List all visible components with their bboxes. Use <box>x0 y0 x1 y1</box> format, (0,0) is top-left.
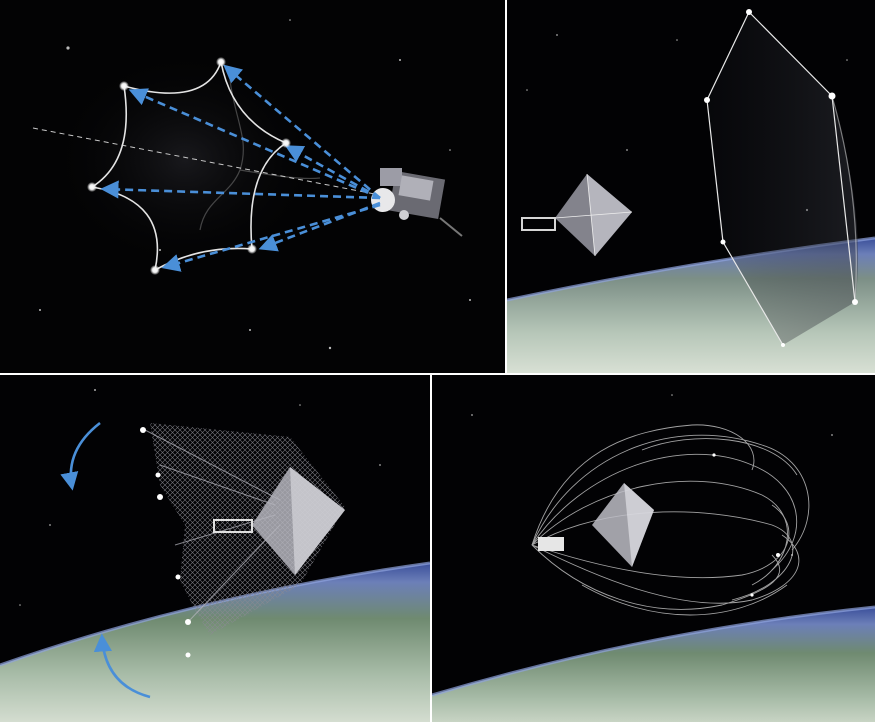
deploy-arrow <box>223 64 381 199</box>
closing-arrow-top <box>60 421 101 491</box>
deploy-arrow <box>258 201 381 252</box>
panel-net-closing <box>0 375 430 722</box>
net-corner-masses <box>712 453 780 597</box>
earth-surface <box>0 563 430 722</box>
net-open-illustration <box>507 0 875 373</box>
net-launch-illustration <box>0 0 505 373</box>
net-sheet <box>707 12 859 345</box>
net-corner-masses <box>140 427 191 658</box>
panel-net-closed <box>432 375 875 722</box>
chaser-spacecraft <box>371 168 463 237</box>
target-debris <box>213 467 345 575</box>
panel-net-open <box>507 0 875 373</box>
deploy-arrows <box>100 64 381 272</box>
net-closing-illustration <box>0 375 430 722</box>
net-haze <box>45 45 325 275</box>
target-debris <box>521 173 633 257</box>
closing-arrow-bottom <box>93 633 151 699</box>
target-debris <box>538 483 654 567</box>
net-strands <box>531 424 810 616</box>
launch-axis-line <box>32 127 386 197</box>
deploy-arrow <box>161 203 381 272</box>
earth-limb <box>432 605 875 697</box>
deploy-arrow <box>128 88 381 200</box>
net-corner-masses <box>704 9 858 347</box>
earth-surface <box>432 607 875 722</box>
net-closed-illustration <box>432 375 875 722</box>
star-field <box>39 19 471 350</box>
net-corner-masses <box>87 57 291 275</box>
deploy-arrow <box>284 145 381 200</box>
star-field <box>19 389 381 606</box>
panel-net-launch <box>0 0 505 373</box>
deploy-arrow <box>100 180 381 200</box>
